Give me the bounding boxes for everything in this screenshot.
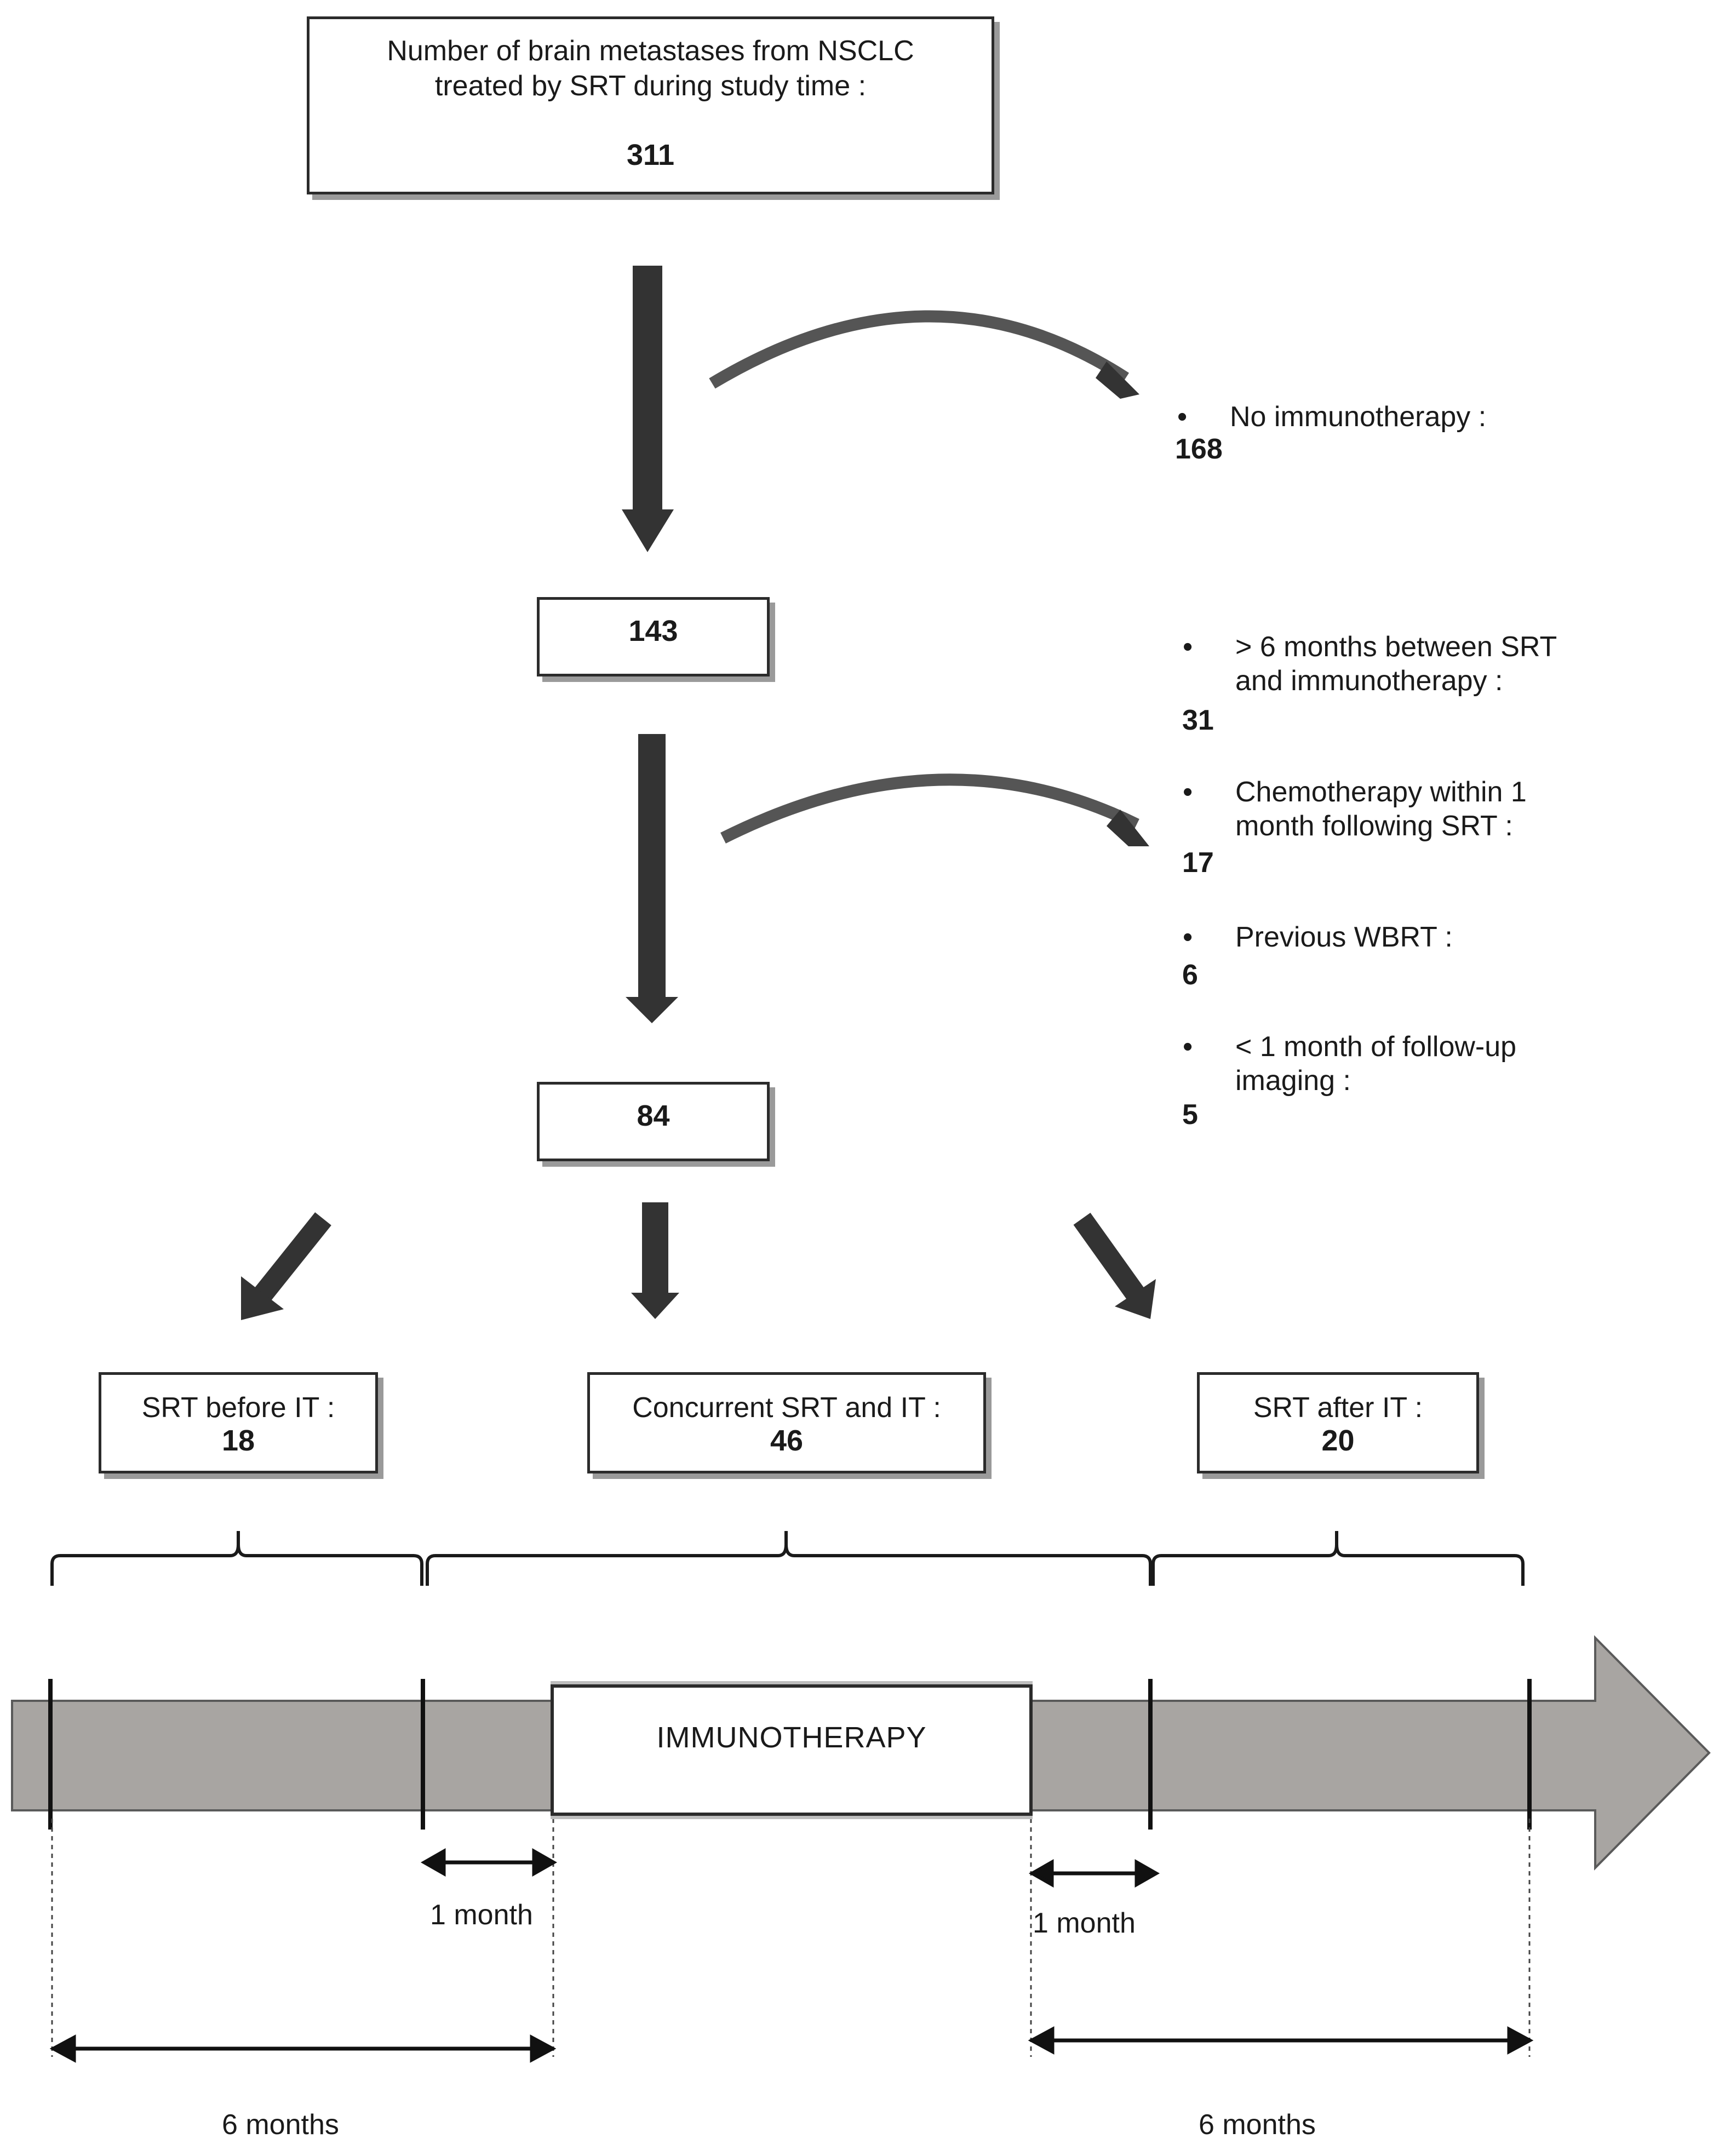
bullet-icon: • <box>1183 776 1193 808</box>
interval-arrow-1-month-left <box>420 1848 558 1877</box>
group-srt-after-it: SRT after IT : 20 <box>1197 1372 1479 1473</box>
exclusion-chemotherapy: • Chemotherapy within 1 month following … <box>1183 775 1527 843</box>
arrow-split-right <box>1073 1212 1156 1319</box>
exclusion-follow-up-count: 5 <box>1182 1099 1198 1131</box>
exclusion-follow-up: • < 1 month of follow-up imaging : <box>1183 1030 1517 1098</box>
top-box-line2: treated by SRT during study time : <box>434 70 867 102</box>
group-label: SRT after IT : <box>1253 1392 1423 1424</box>
arrow-down-1 <box>622 266 674 552</box>
exclusion-over-6-months: • > 6 months between SRT and immunothera… <box>1183 630 1557 698</box>
bullet-icon: • <box>1183 921 1193 953</box>
box-84: 84 <box>537 1082 770 1161</box>
exclusion-line2: and immunotherapy : <box>1235 665 1503 697</box>
group-count: 18 <box>221 1424 255 1457</box>
interval-arrow-1-month-right <box>1028 1859 1160 1888</box>
timeline-ticks <box>48 1679 1532 1830</box>
immunotherapy-label: IMMUNOTHERAPY <box>656 1721 927 1754</box>
exclusion-label: No immunotherapy : <box>1230 401 1487 433</box>
immunotherapy-box: IMMUNOTHERAPY <box>551 1684 1033 1816</box>
bullet-icon: • <box>1183 1031 1193 1063</box>
group-label: SRT before IT : <box>141 1392 335 1424</box>
brace-concurrent <box>426 1531 1152 1586</box>
exclusion-no-immunotherapy: • No immunotherapy : <box>1177 400 1487 434</box>
bullet-icon: • <box>1183 631 1193 663</box>
exclusion-over-6-months-count: 31 <box>1182 704 1214 736</box>
exclusion-line1: Chemotherapy within 1 <box>1235 776 1527 808</box>
box-143-count: 143 <box>628 615 678 647</box>
bullet-icon: • <box>1177 401 1188 433</box>
label-1-month-left: 1 month <box>430 1899 533 1931</box>
top-box-line1: Number of brain metastases from NSCLC <box>387 35 914 67</box>
curved-arrow-1 <box>709 310 1139 399</box>
arrow-split-center <box>631 1202 679 1319</box>
arrow-split-left <box>241 1212 331 1320</box>
exclusion-no-immunotherapy-count: 168 <box>1175 433 1223 465</box>
brace-before <box>50 1531 423 1586</box>
box-143: 143 <box>537 597 770 676</box>
top-box-count: 311 <box>626 139 675 171</box>
exclusion-previous-wbrt-count: 6 <box>1182 959 1198 991</box>
exclusion-line1: < 1 month of follow-up <box>1235 1031 1517 1063</box>
label-6-months-left: 6 months <box>222 2109 339 2141</box>
box-84-count: 84 <box>637 1099 670 1132</box>
label-1-month-right: 1 month <box>1033 1907 1136 1939</box>
exclusion-line1: > 6 months between SRT <box>1235 631 1557 663</box>
label-6-months-right: 6 months <box>1199 2109 1316 2141</box>
arrow-down-2 <box>626 734 678 1023</box>
group-count: 46 <box>770 1424 804 1457</box>
brace-after <box>1151 1531 1525 1586</box>
group-count: 20 <box>1321 1424 1355 1457</box>
exclusion-chemotherapy-count: 17 <box>1182 847 1214 879</box>
interval-arrow-6-months-left <box>49 2034 557 2063</box>
top-box: Number of brain metastases from NSCLC tr… <box>307 16 994 194</box>
curved-arrow-2 <box>720 773 1149 846</box>
group-concurrent: Concurrent SRT and IT : 46 <box>587 1372 986 1473</box>
group-srt-before-it: SRT before IT : 18 <box>99 1372 378 1473</box>
group-label: Concurrent SRT and IT : <box>632 1392 941 1424</box>
exclusion-line2: month following SRT : <box>1235 810 1513 842</box>
interval-arrow-6-months-right <box>1028 2026 1534 2055</box>
dashed-guides <box>51 1819 1531 2057</box>
exclusion-previous-wbrt: • Previous WBRT : <box>1183 920 1453 954</box>
exclusion-line1: Previous WBRT : <box>1235 921 1453 953</box>
exclusion-line2: imaging : <box>1235 1065 1351 1097</box>
